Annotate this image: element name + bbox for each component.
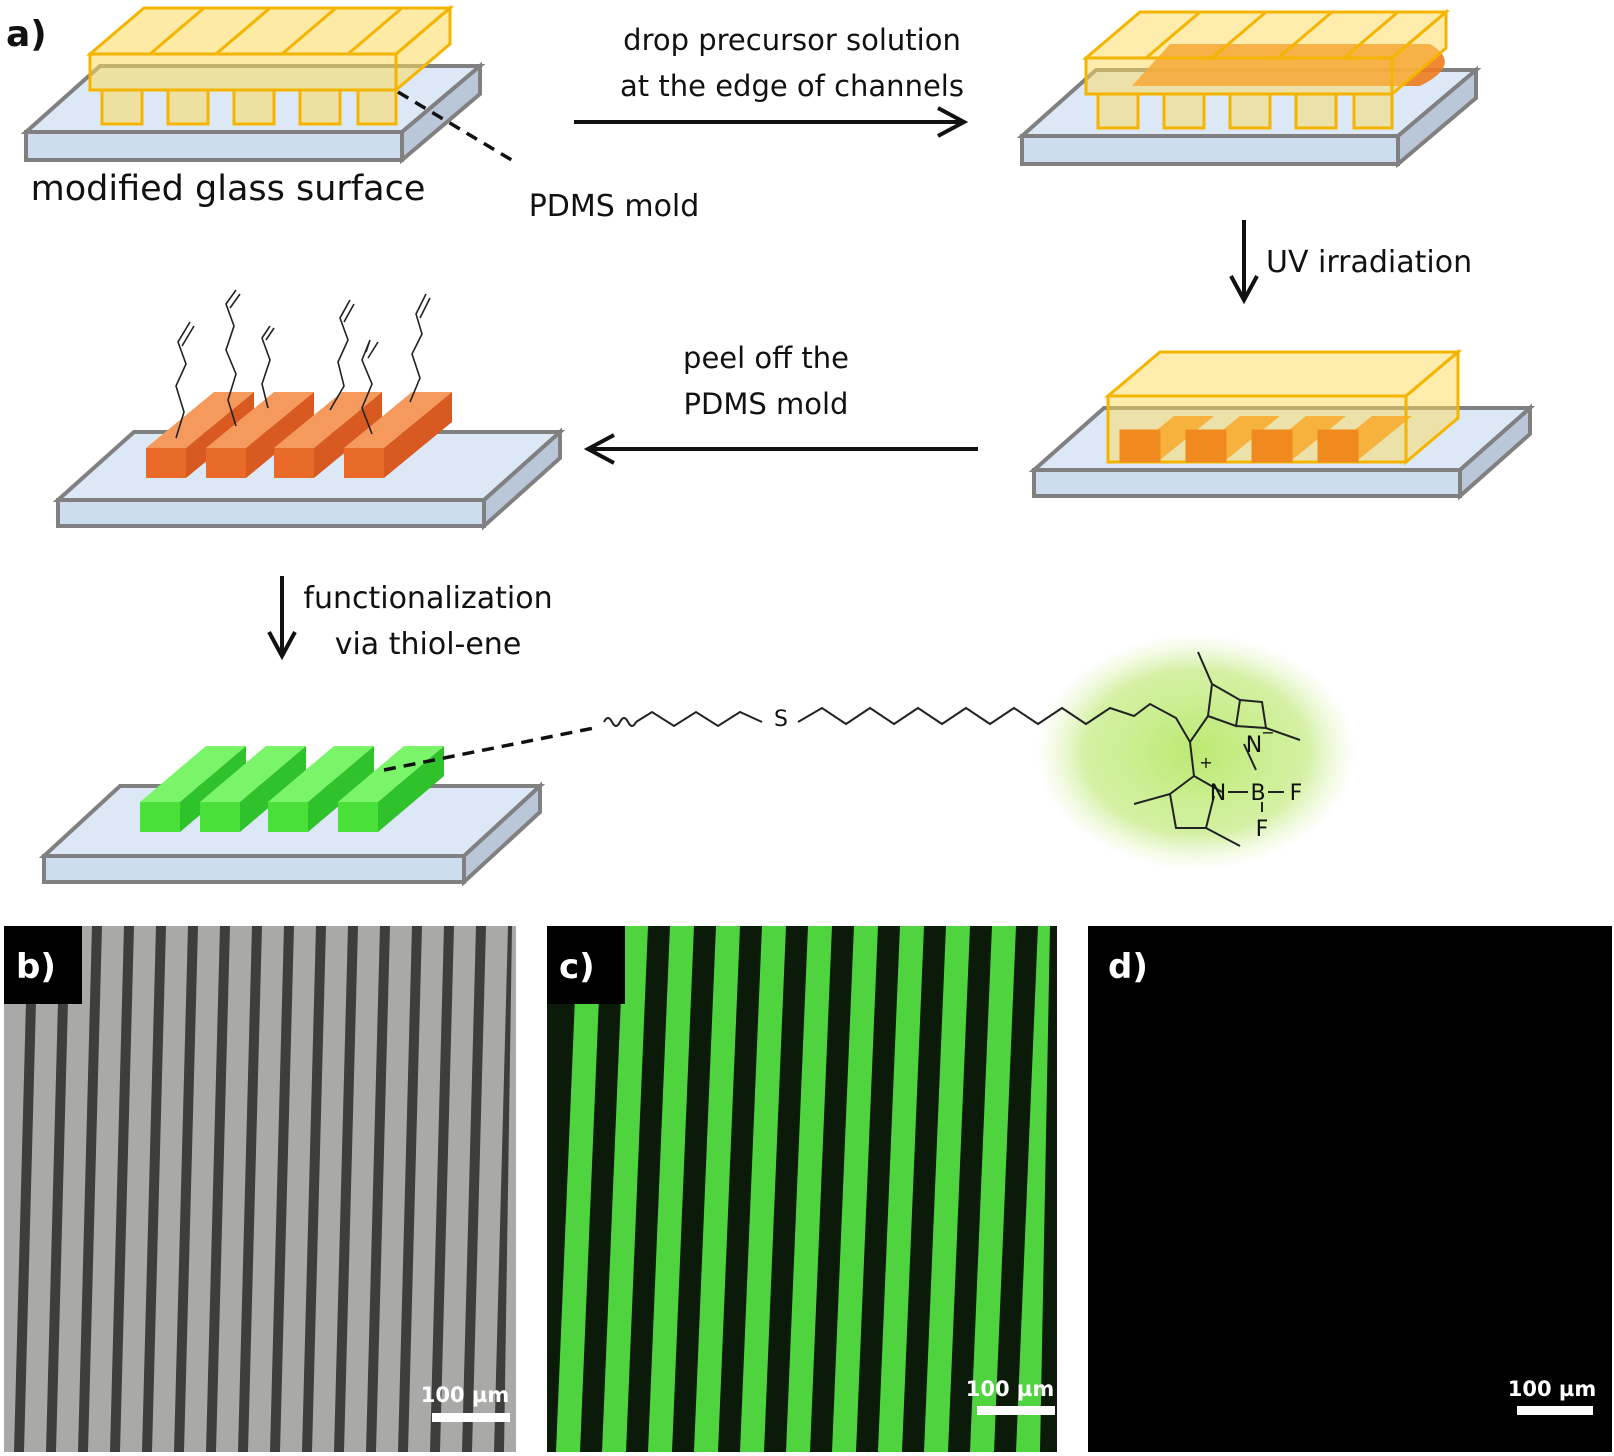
micrograph-stripe bbox=[302, 926, 326, 1452]
micrograph-stripe bbox=[430, 926, 454, 1452]
micrograph-b: b) 100 µm bbox=[4, 926, 516, 1452]
micrograph-stripe bbox=[270, 926, 294, 1452]
fluorescent-stripes bbox=[556, 926, 1050, 1452]
fluorine-atom-1: F bbox=[1290, 781, 1303, 806]
scale-bar-d bbox=[1517, 1406, 1593, 1415]
polymer-stripe bbox=[146, 392, 254, 478]
arrow-drop-head bbox=[937, 106, 969, 138]
scale-bar-label-d: 100 µm bbox=[1508, 1377, 1596, 1401]
arrow-func-head bbox=[267, 631, 297, 661]
drop-label-line2: at the edge of channels bbox=[620, 69, 964, 103]
micrograph-stripe bbox=[556, 926, 602, 1452]
micrograph-stripe bbox=[206, 926, 230, 1452]
charge-plus: + bbox=[1199, 753, 1212, 772]
panel-label-a: a) bbox=[6, 14, 47, 55]
bright-field-stripes bbox=[14, 926, 512, 1452]
micrograph-stripe bbox=[740, 926, 786, 1452]
micrograph-stripe bbox=[832, 926, 878, 1452]
substrate-label: modified glass surface bbox=[31, 169, 426, 209]
micrograph-stripe bbox=[1016, 926, 1050, 1452]
micrograph-stripe bbox=[174, 926, 198, 1452]
charge-minus: − bbox=[1261, 723, 1274, 742]
panel-tag-bg-b bbox=[4, 926, 82, 1004]
pdms-mold bbox=[85, 4, 455, 126]
micrograph-stripe bbox=[648, 926, 694, 1452]
micrograph-stripe bbox=[924, 926, 970, 1452]
mold-label: PDMS mold bbox=[529, 189, 700, 224]
polymer-stripe bbox=[344, 392, 452, 478]
uv-label: UV irradiation bbox=[1266, 245, 1472, 280]
polymer-stripe bbox=[274, 392, 382, 478]
green-stripe bbox=[268, 746, 374, 832]
func-label-line2: via thiol-ene bbox=[335, 627, 522, 662]
sulfur-atom: S bbox=[774, 707, 788, 732]
glass-slide-side bbox=[400, 61, 482, 165]
bodipy-molecule: S N − + N B F F bbox=[603, 634, 1356, 870]
panel-label-d: d) bbox=[1108, 947, 1148, 987]
micrograph-stripe bbox=[142, 926, 166, 1452]
fluorine-atom-2: F bbox=[1256, 817, 1269, 842]
micrograph-c: c) 100 µm bbox=[547, 926, 1057, 1452]
micrograph-stripe bbox=[694, 926, 740, 1452]
green-stripe bbox=[200, 746, 306, 832]
micrograph-stripe bbox=[238, 926, 262, 1452]
alkyl-linker-left bbox=[635, 710, 763, 728]
mold-pointer-line bbox=[397, 90, 516, 164]
green-stripe bbox=[140, 746, 246, 832]
step1-mold-on-glass bbox=[20, 4, 516, 165]
micrograph-stripe bbox=[494, 926, 512, 1452]
micrograph-stripe bbox=[110, 926, 134, 1452]
fluorescence-glow bbox=[1036, 634, 1356, 870]
panel-tag-bg-c bbox=[547, 926, 625, 1004]
scale-bar-label-b: 100 µm bbox=[421, 1383, 509, 1407]
micrograph-stripe bbox=[46, 926, 70, 1452]
micrograph-stripe bbox=[462, 926, 486, 1452]
peel-label-line1: peel off the bbox=[683, 341, 849, 375]
step4-polymer-stripes bbox=[52, 289, 566, 531]
bodipy-core bbox=[1133, 651, 1301, 847]
micrograph-stripe bbox=[78, 926, 102, 1452]
micrograph-stripe bbox=[602, 926, 648, 1452]
micrograph-stripe bbox=[14, 926, 38, 1452]
step2-precursor-drop bbox=[1016, 8, 1482, 169]
panel-label-b: b) bbox=[16, 947, 56, 987]
func-label-line1: functionalization bbox=[303, 581, 552, 616]
panel-label-c: c) bbox=[559, 947, 595, 987]
step3-uv-cured bbox=[1028, 348, 1536, 501]
green-stripe bbox=[338, 746, 444, 832]
scale-bar-label-c: 100 µm bbox=[966, 1377, 1054, 1401]
nitrogen-bottom: N bbox=[1210, 781, 1226, 806]
step5-green-stripes bbox=[38, 726, 595, 887]
drop-label-line1: drop precursor solution bbox=[623, 23, 961, 57]
scale-bar-c bbox=[977, 1406, 1055, 1415]
molecule-pointer-line bbox=[383, 726, 595, 772]
alkyl-linker-right bbox=[797, 702, 1191, 743]
scale-bar-b bbox=[432, 1413, 510, 1422]
glass-slide-front bbox=[24, 130, 404, 162]
micrograph-stripe bbox=[334, 926, 358, 1452]
micrograph-stripe bbox=[878, 926, 924, 1452]
boron-atom: B bbox=[1250, 781, 1265, 806]
polymer-stripe bbox=[206, 392, 314, 478]
micrograph-stripe bbox=[786, 926, 832, 1452]
wavy-attachment-bond bbox=[603, 717, 637, 727]
arrow-uv-head bbox=[1229, 275, 1259, 305]
micrograph-stripe bbox=[970, 926, 1016, 1452]
peel-label-line2: PDMS mold bbox=[684, 387, 849, 421]
nitrogen-top: N bbox=[1246, 733, 1262, 758]
micrograph-stripe bbox=[398, 926, 422, 1452]
pendant-alkene-chains bbox=[175, 289, 431, 439]
arrow-peel-head bbox=[583, 433, 615, 465]
micrograph-stripe bbox=[366, 926, 390, 1452]
micrograph-d: d) 100 µm bbox=[1088, 926, 1612, 1452]
